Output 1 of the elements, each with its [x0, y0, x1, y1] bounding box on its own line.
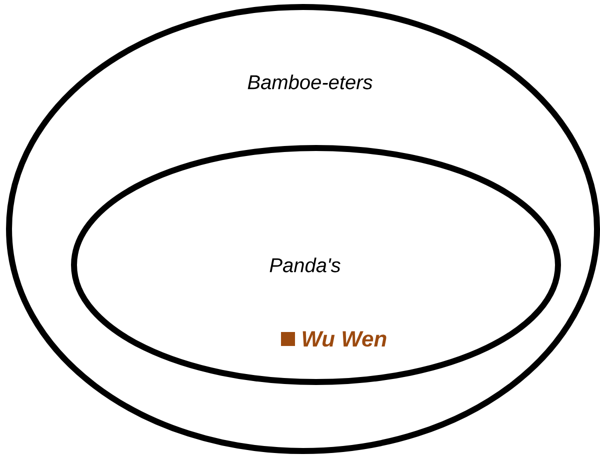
point-label: Wu Wen [281, 331, 386, 347]
